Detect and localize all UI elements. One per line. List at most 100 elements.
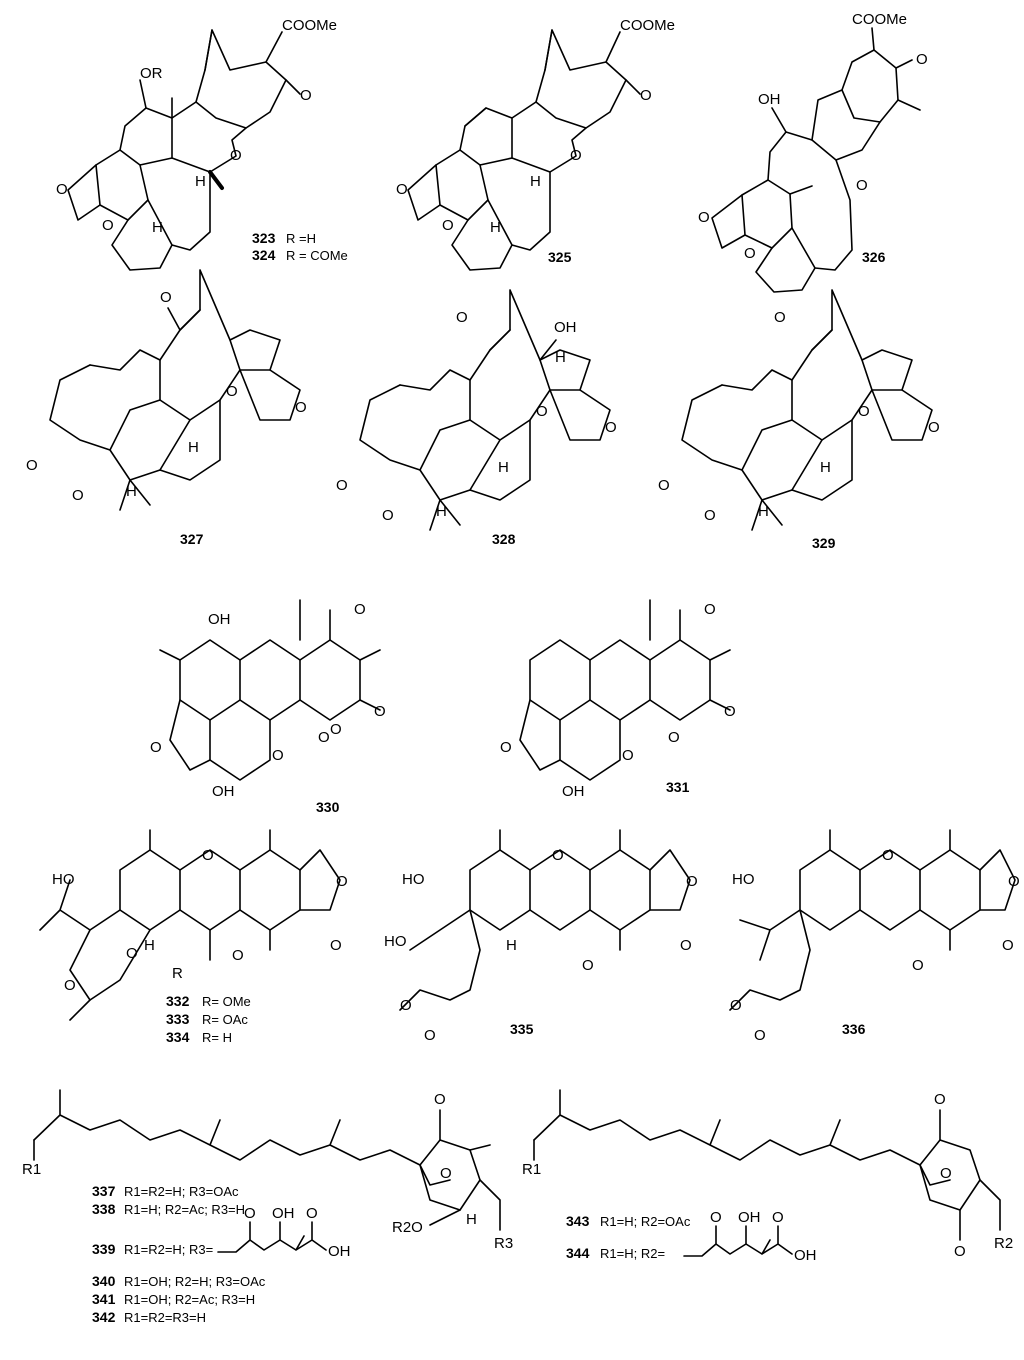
compound-caption-340: R1=OH; R2=H; R3=OAc	[124, 1274, 266, 1289]
ketone-o-label: O	[354, 601, 366, 618]
compound-number-334: 334	[166, 1029, 190, 1045]
ho-label: HO	[402, 871, 425, 888]
compound-number-331: 331	[666, 779, 690, 795]
ester-o-label: O	[400, 997, 412, 1014]
r-label: R	[172, 965, 183, 982]
hmg-oh-label: OH	[738, 1209, 761, 1226]
compound-number-344: 344	[566, 1245, 590, 1261]
compound-number-336: 336	[842, 1021, 866, 1037]
lactone2-ring-o-label: O	[382, 507, 394, 524]
lactone2-o-label: O	[1002, 937, 1014, 954]
lactone2-o-label: O	[330, 937, 342, 954]
ketone3-o-label: O	[272, 747, 284, 764]
r1-label: R1	[522, 1161, 541, 1178]
compound-caption-333: R= OAc	[202, 1012, 248, 1027]
ring-o-label: O	[856, 177, 868, 194]
coome-label: COOMe	[852, 11, 907, 28]
structure-331: O O O O O OH 331	[500, 599, 736, 800]
compound-number-335: 335	[510, 1021, 534, 1037]
structure-337-342: R1 O O R2O H R3 337 R1=R2=H; R3=OAc 338 …	[22, 1089, 513, 1325]
h2-label: H	[152, 219, 163, 236]
h2-label: H	[490, 219, 501, 236]
methoxy-o-label: O	[582, 957, 594, 974]
epoxide-o-label: O	[440, 1165, 452, 1182]
compound-number-332: 332	[166, 993, 190, 1009]
ketone-o-label: O	[160, 289, 172, 306]
h-label: H	[530, 173, 541, 190]
lactone-o-label: O	[724, 703, 736, 720]
h3-label: H	[436, 503, 447, 520]
ketone-o-label: O	[916, 51, 928, 68]
or-label: OR	[140, 65, 163, 82]
h-label: H	[188, 439, 199, 456]
ketone-o-label: O	[456, 309, 468, 326]
structure-327: O O O H O O H 327	[26, 269, 307, 547]
ring-o-label: O	[230, 147, 242, 164]
ketal-o-label: O	[64, 977, 76, 994]
compound-number-338: 338	[92, 1201, 116, 1217]
compound-number-327: 327	[180, 531, 204, 547]
epoxide-o-label: O	[940, 1165, 952, 1182]
hmg-ester-344	[683, 1225, 793, 1257]
lactone-o-label: O	[295, 399, 307, 416]
r3-label: R3	[494, 1235, 513, 1252]
h-label: H	[144, 937, 155, 954]
ho2-label: HO	[384, 933, 407, 950]
lactone-o-label: O	[605, 419, 617, 436]
lactone-ring-o-label: O	[744, 245, 756, 262]
ketone-o-label: O	[704, 601, 716, 618]
structure-343-344: R1 O O O R2 343 R1=H; R2=OAc 344 R1=H; R…	[522, 1089, 1013, 1264]
lactone2-o-label: O	[26, 457, 38, 474]
compound-number-333: 333	[166, 1011, 190, 1027]
hmg-o-label: O	[244, 1205, 256, 1222]
h-label: H	[195, 173, 206, 190]
structure-332-334: HO O O O O O O H R 332 R= OMe 333 R= OAc…	[39, 829, 348, 1045]
lactone-o-label: O	[56, 181, 68, 198]
ester-o-label: O	[730, 997, 742, 1014]
lactone-o-label: O	[698, 209, 710, 226]
compound-caption-324: R = COMe	[286, 248, 348, 263]
coome-label: COOMe	[620, 17, 675, 34]
lactone-o-label: O	[396, 181, 408, 198]
ring-o-label: O	[536, 403, 548, 420]
lactone2-o-label: O	[336, 477, 348, 494]
compound-number-341: 341	[92, 1291, 116, 1307]
compound-caption-343: R1=H; R2=OAc	[600, 1214, 691, 1229]
compound-number-342: 342	[92, 1309, 116, 1325]
h-label: H	[820, 459, 831, 476]
compound-number-339: 339	[92, 1241, 116, 1257]
h-label: H	[506, 937, 517, 954]
compound-caption-332: R= OMe	[202, 994, 251, 1009]
ring-o-label: O	[226, 383, 238, 400]
enol-oh-label: OH	[562, 783, 585, 800]
ring-o-label: O	[202, 847, 214, 864]
ring-o-label: O	[858, 403, 870, 420]
compound-number-329: 329	[812, 535, 836, 551]
compound-caption-344: R1=H; R2=	[600, 1246, 665, 1261]
compound-caption-342: R1=R2=R3=H	[124, 1310, 206, 1325]
structure-325: COOMe O O H O O H 325	[396, 17, 675, 271]
ketone-o-label: O	[434, 1091, 446, 1108]
lactone-o-label: O	[686, 873, 698, 890]
hmg-o2-label: O	[772, 1209, 784, 1226]
ketone-o-label: O	[774, 309, 786, 326]
lactone-ring-o-label: O	[102, 217, 114, 234]
hmg-ester-339	[217, 1221, 327, 1253]
lactone-ring-o-label: O	[442, 217, 454, 234]
lactone2-ring-o-label: O	[72, 487, 84, 504]
ho-label: HO	[52, 871, 75, 888]
compound-caption-339: R1=R2=H; R3=	[124, 1242, 213, 1257]
structure-329: O O O H O O H 329	[658, 289, 940, 551]
ester2-o-label: O	[424, 1027, 436, 1044]
ho-label: HO	[732, 871, 755, 888]
hmg-o2-label: O	[306, 1205, 318, 1222]
compound-number-328: 328	[492, 531, 516, 547]
oh-label: OH	[208, 611, 231, 628]
ketone2-o-label: O	[500, 739, 512, 756]
hmg-acid-oh-label: OH	[794, 1247, 817, 1264]
compound-number-326: 326	[862, 249, 886, 265]
h-label: H	[466, 1211, 477, 1228]
enol-oh-label: OH	[212, 783, 235, 800]
compound-caption-338: R1=H; R2=Ac; R3=H	[124, 1202, 245, 1217]
